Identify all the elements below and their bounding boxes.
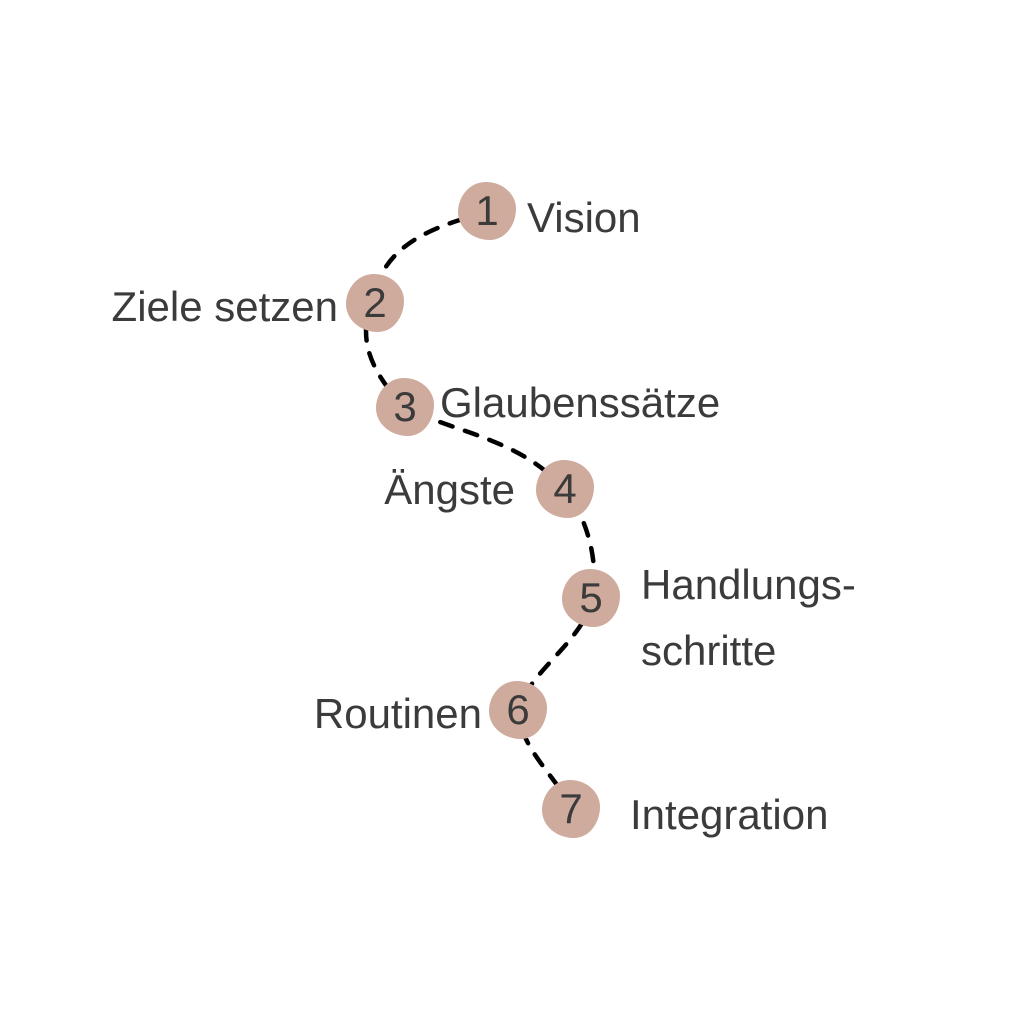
step-5-label-line1: Handlungs- bbox=[641, 561, 856, 608]
step-6-label: Routinen bbox=[313, 690, 482, 737]
step-number: 1 bbox=[475, 187, 499, 234]
step-3-label: Glaubenssätze bbox=[440, 379, 721, 426]
step-2-label: Ziele setzen bbox=[111, 283, 338, 330]
step-number: 3 bbox=[393, 383, 417, 430]
step-7-marker: 7 bbox=[542, 780, 600, 838]
step-5-marker: 5 bbox=[562, 569, 620, 627]
step-number: 6 bbox=[506, 686, 530, 733]
step-number: 7 bbox=[559, 785, 583, 832]
step-number: 4 bbox=[553, 465, 577, 512]
step-3-marker: 3 bbox=[376, 378, 434, 436]
step-number: 5 bbox=[579, 574, 603, 621]
step-4-marker: 4 bbox=[536, 460, 594, 518]
step-1-label: Vision bbox=[527, 194, 641, 241]
step-6-marker: 6 bbox=[489, 681, 547, 739]
step-1-marker: 1 bbox=[458, 182, 516, 240]
step-5-label-line2: schritte bbox=[641, 627, 777, 674]
step-4-label: Ängste bbox=[384, 466, 515, 513]
step-7-label: Integration bbox=[630, 791, 829, 838]
step-number: 2 bbox=[363, 279, 387, 326]
step-2-marker: 2 bbox=[346, 274, 404, 332]
